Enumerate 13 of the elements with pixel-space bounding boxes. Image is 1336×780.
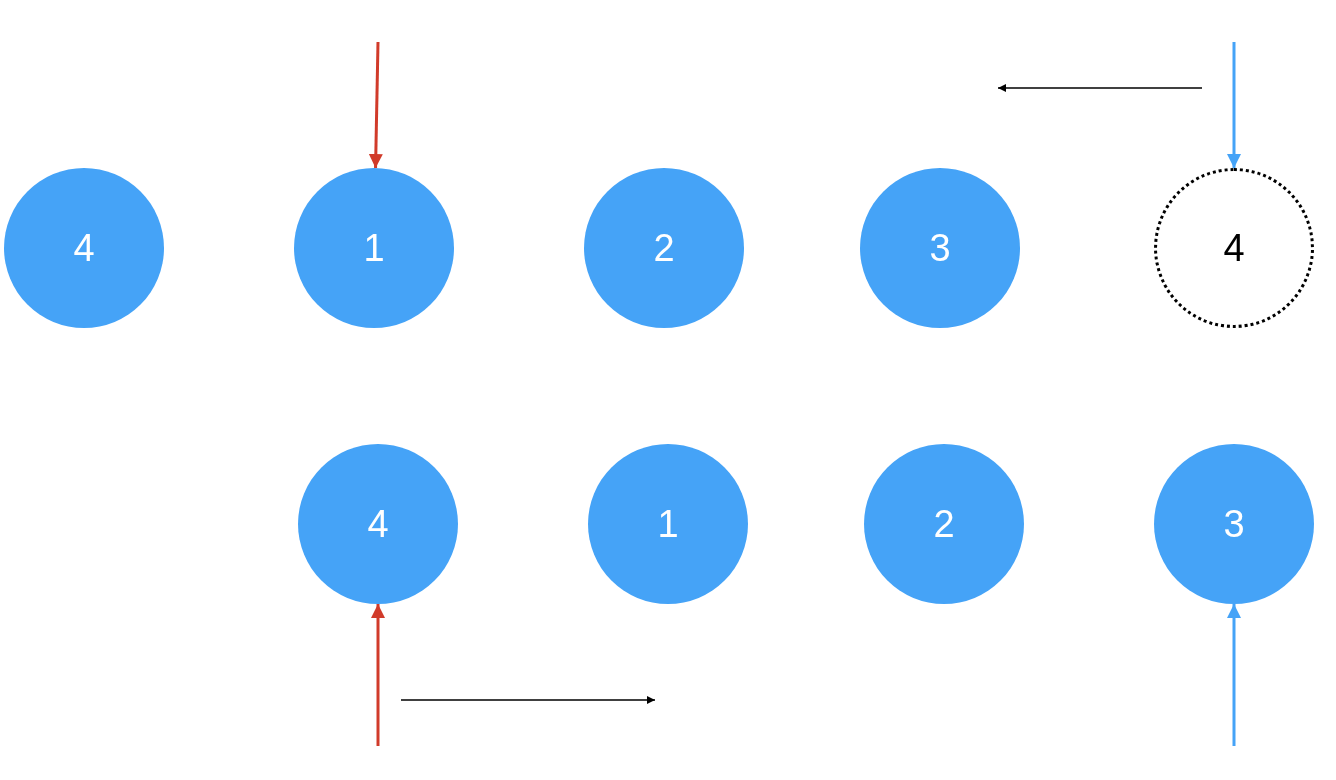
arrow xyxy=(1227,604,1241,746)
node-number: 4 xyxy=(1223,229,1245,267)
arrow xyxy=(371,604,385,746)
arrow xyxy=(368,41,383,169)
node-number: 2 xyxy=(653,229,675,267)
node-number: 3 xyxy=(929,229,951,267)
node-number: 1 xyxy=(363,229,385,267)
node-number: 1 xyxy=(657,505,679,543)
node-number: 3 xyxy=(1223,505,1245,543)
node-number: 4 xyxy=(367,505,389,543)
node-number: 2 xyxy=(933,505,955,543)
arrow xyxy=(1227,42,1241,168)
node-number: 4 xyxy=(73,229,95,267)
